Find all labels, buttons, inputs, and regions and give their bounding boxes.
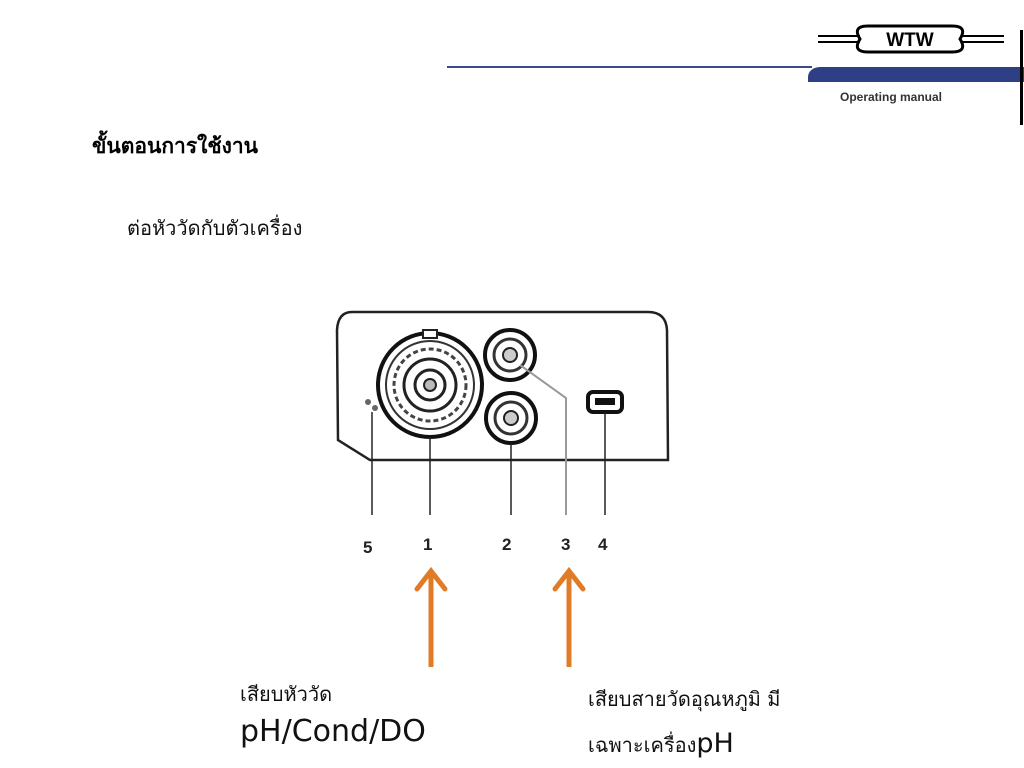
device-connector-diagram: 5 1 2 3 4 — [335, 310, 670, 557]
manual-label: Operating manual — [840, 90, 943, 104]
temp-label-line2: เฉพาะเครื่องpH — [588, 728, 734, 761]
arrow-up-icon — [552, 566, 586, 667]
callout-4: 4 — [598, 535, 608, 554]
header-band — [808, 67, 1024, 82]
temp-label-line1: เสียบสายวัดอุณหภูมิ มี — [588, 687, 781, 711]
reference-jack — [484, 391, 538, 445]
step-instruction: ต่อหัววัดกับตัวเครื่อง — [127, 216, 303, 240]
temp-label-suffix: pH — [696, 728, 734, 759]
usb-port — [586, 390, 624, 414]
temperature-jack — [483, 328, 537, 382]
wtw-logo-text: WTW — [886, 30, 934, 51]
device-housing-outline — [335, 310, 670, 462]
led-marker — [365, 399, 371, 405]
probe-label-line1: เสียบหัววัด — [240, 682, 333, 706]
arrow-up-icon — [414, 566, 448, 667]
temp-label-prefix: เฉพาะเครื่อง — [588, 733, 697, 757]
header-rule — [447, 66, 812, 68]
callout-3: 3 — [561, 535, 570, 554]
callout-5: 5 — [363, 538, 372, 557]
header-vertical-bar — [1020, 30, 1023, 125]
callout-2: 2 — [502, 535, 511, 554]
probe-label-line2: pH/Cond/DO — [240, 714, 426, 749]
callout-1: 1 — [423, 535, 432, 554]
page-title: ขั้นตอนการใช้งาน — [92, 134, 259, 158]
probe-socket — [376, 329, 484, 439]
wtw-logo: WTW — [818, 24, 1004, 54]
